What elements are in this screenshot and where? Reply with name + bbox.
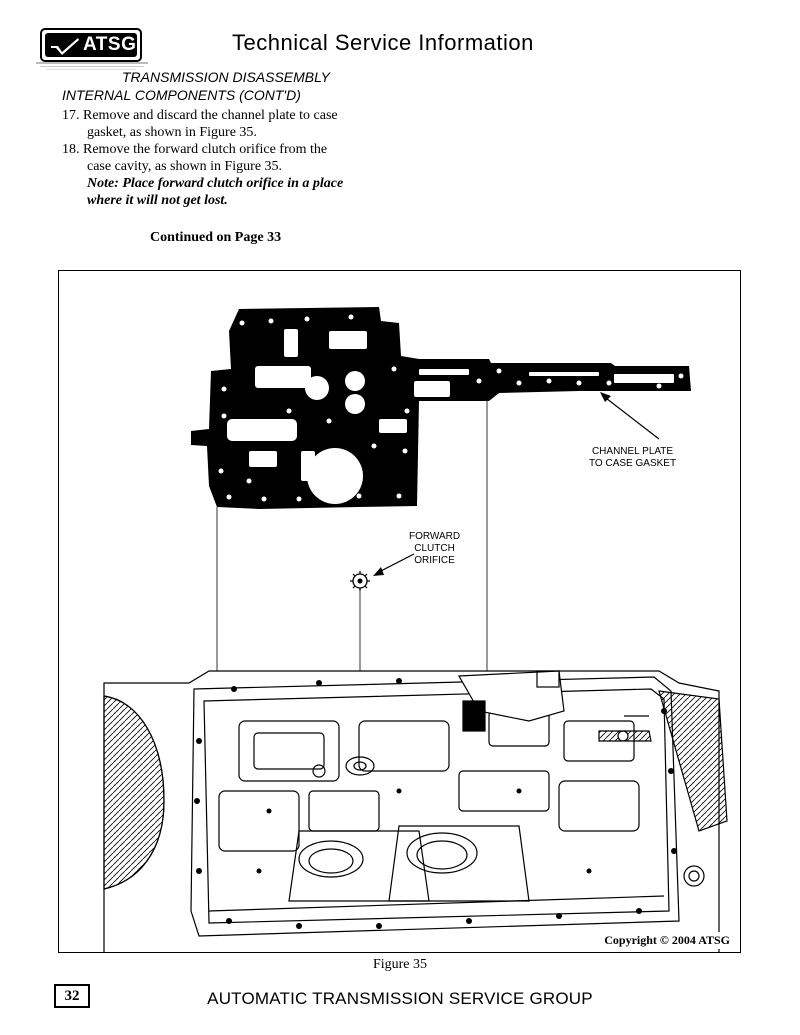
case-bolts <box>194 678 677 929</box>
note-line1: Note: Place forward clutch orifice in a … <box>87 176 344 191</box>
callout-orifice-line2: CLUTCH <box>414 543 455 554</box>
copyright-notice: Copyright © 2004 ATSG <box>602 932 732 949</box>
figure-35-illustration <box>103 307 728 952</box>
logo-text: ATSG <box>83 34 137 55</box>
logo-shadow-decoration <box>36 62 148 70</box>
note-line2: where it will not get lost. <box>87 193 228 208</box>
page-number: 32 <box>54 984 90 1008</box>
transmission-case <box>103 670 728 952</box>
orifice-callout-arrowhead <box>373 567 384 576</box>
page-title: Technical Service Information <box>232 30 534 55</box>
step-17-line2: gasket, as shown in Figure 35. <box>87 125 257 140</box>
section-heading: TRANSMISSION DISASSEMBLY <box>122 69 330 85</box>
callout-gasket-line2: TO CASE GASKET <box>589 458 677 469</box>
atsg-checkmark-icon <box>51 38 79 55</box>
callout-orifice-line3: ORIFICE <box>414 555 455 566</box>
figure-35-frame: CHANNEL PLATE TO CASE GASKET FORWARD CLU… <box>58 270 741 953</box>
step-18-line1: 18. Remove the forward clutch orifice fr… <box>62 142 328 157</box>
figure-caption: Figure 35 <box>372 957 428 972</box>
atsg-logo: ATSG <box>40 28 142 62</box>
callout-gasket-line1: CHANNEL PLATE <box>591 446 674 457</box>
callout-gasket-label: CHANNEL PLATE TO CASE GASKET <box>589 446 676 470</box>
section-subheading: INTERNAL COMPONENTS (CONT'D) <box>62 87 301 103</box>
footer-organization: AUTOMATIC TRANSMISSION SERVICE GROUP <box>207 989 593 1008</box>
callout-orifice-label: FORWARD CLUTCH ORIFICE <box>409 531 460 567</box>
orifice-callout-leader <box>376 553 415 574</box>
step-18-line2: case cavity, as shown in Figure 35. <box>87 159 283 174</box>
callout-orifice-line1: FORWARD <box>409 531 461 542</box>
channel-plate-gasket <box>191 307 691 509</box>
gasket-callout-arrowhead <box>600 392 611 402</box>
continued-notice: Continued on Page 33 <box>150 230 282 245</box>
step-17-line1: 17. Remove and discard the channel plate… <box>62 108 338 123</box>
forward-clutch-orifice <box>350 571 370 591</box>
gasket-callout-leader <box>601 394 660 440</box>
